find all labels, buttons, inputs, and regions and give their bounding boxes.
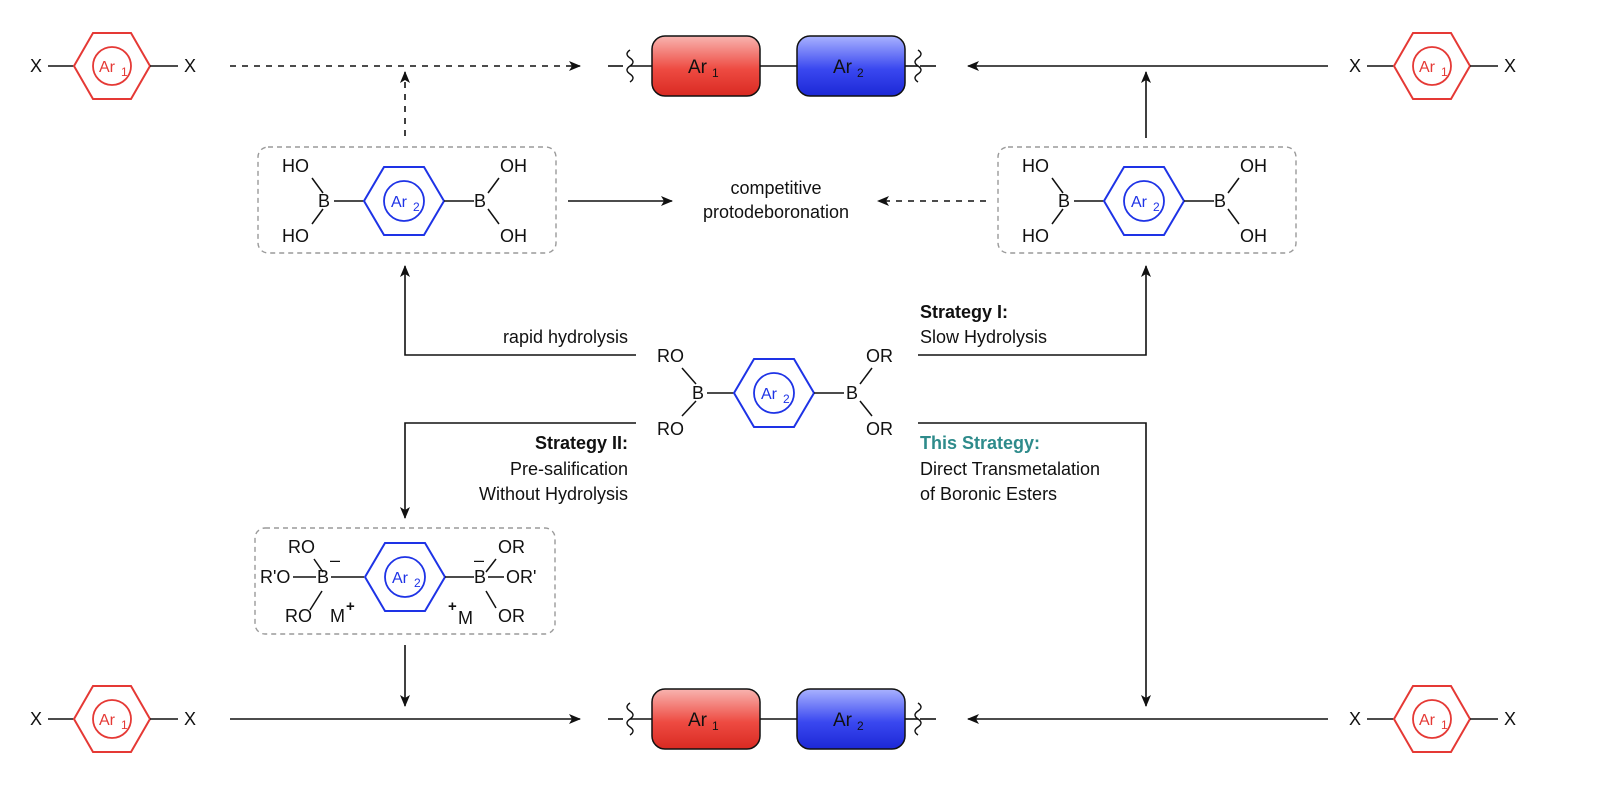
svg-text:2: 2 [857, 719, 864, 733]
arrow-this-strategy [918, 422, 1151, 707]
ar2-ring-icon: Ar 2 [362, 166, 446, 236]
ar2-ring-icon: Ar 2 [732, 358, 816, 428]
central-boronic-ester: RO RO B Ar 2 B OR OR [657, 346, 893, 439]
this-strategy-line2: of Boronic Esters [920, 484, 1057, 504]
svg-text:B: B [317, 567, 329, 587]
x-label: X [1504, 56, 1516, 76]
x-label: X [1349, 56, 1361, 76]
x-label: X [1504, 709, 1516, 729]
arrow-strategy-1 [918, 265, 1151, 356]
svg-text:OR': OR' [506, 567, 536, 587]
ar1-ring-icon: Ar 1 [1392, 32, 1472, 100]
svg-text:Ar: Ar [761, 386, 778, 403]
right-boronic-acid-box: HO HO B Ar 2 B OH OH [997, 146, 1297, 254]
svg-text:Ar: Ar [1419, 712, 1436, 729]
svg-text:OR: OR [866, 346, 893, 366]
svg-text:1: 1 [712, 66, 719, 80]
svg-text:HO: HO [282, 226, 309, 246]
bottom-product: Ar 1 Ar 2 [608, 688, 936, 750]
this-strategy-title: This Strategy: [920, 433, 1040, 453]
svg-text:OR: OR [498, 606, 525, 626]
strategy-2-title: Strategy II: [535, 433, 628, 453]
svg-text:Ar: Ar [1131, 194, 1148, 211]
bottom-left-dihalide: X Ar 1 X [30, 685, 196, 753]
svg-text:HO: HO [1022, 226, 1049, 246]
svg-text:B: B [846, 383, 858, 403]
svg-text:B: B [318, 191, 330, 211]
svg-text:Ar: Ar [99, 712, 116, 729]
svg-text:RO: RO [285, 606, 312, 626]
strategy-2-line1: Pre-salification [510, 459, 628, 479]
svg-text:+: + [448, 598, 457, 615]
borate-salt-box: RO R'O RO B – M + Ar 2 B – OR OR' OR + M [254, 527, 556, 635]
svg-text:Ar: Ar [688, 710, 708, 731]
bottom-right-dihalide: X Ar 1 X [1349, 685, 1516, 753]
left-boronic-acid-box: HO HO B Ar 2 B OH OH [257, 146, 557, 254]
svg-text:OH: OH [500, 226, 527, 246]
protodeboronation-line2: protodeboronation [703, 202, 849, 222]
top-product: Ar 1 Ar 2 [608, 35, 936, 97]
svg-text:–: – [330, 550, 340, 570]
svg-text:OR: OR [498, 537, 525, 557]
svg-text:2: 2 [414, 576, 421, 590]
strategy-1-line1: Slow Hydrolysis [920, 327, 1047, 347]
svg-text:HO: HO [1022, 156, 1049, 176]
svg-text:2: 2 [783, 392, 790, 406]
svg-text:1: 1 [1441, 65, 1448, 79]
svg-text:HO: HO [282, 156, 309, 176]
rapid-hydrolysis-label: rapid hydrolysis [503, 327, 628, 347]
strategy-2-line2: Without Hydrolysis [479, 484, 628, 504]
svg-text:OR: OR [866, 419, 893, 439]
arrow-strategy-2 [400, 422, 636, 519]
ar1-ring-icon: Ar 1 [72, 32, 152, 100]
svg-text:OH: OH [500, 156, 527, 176]
svg-text:RO: RO [657, 419, 684, 439]
strategy-1-title: Strategy I: [920, 302, 1008, 322]
svg-text:B: B [474, 567, 486, 587]
svg-text:M: M [458, 608, 473, 628]
svg-text:RO: RO [288, 537, 315, 557]
svg-text:Ar: Ar [99, 59, 116, 76]
svg-text:1: 1 [1441, 718, 1448, 732]
svg-text:1: 1 [121, 718, 128, 732]
x-label: X [30, 56, 42, 76]
svg-text:2: 2 [857, 66, 864, 80]
ar2-ring-icon: Ar 2 [1102, 166, 1186, 236]
x-label: X [184, 709, 196, 729]
svg-text:B: B [1214, 191, 1226, 211]
arrow-rapid-hydrolysis [400, 265, 636, 356]
ar1-ring-icon: Ar 1 [72, 685, 152, 753]
svg-text:M: M [330, 606, 345, 626]
top-right-dihalide: X Ar 1 X [1349, 32, 1516, 100]
svg-text:B: B [1058, 191, 1070, 211]
ar2-ring-icon: Ar 2 [363, 542, 447, 612]
svg-text:R'O: R'O [260, 567, 290, 587]
svg-text:RO: RO [657, 346, 684, 366]
this-strategy-line1: Direct Transmetalation [920, 459, 1100, 479]
svg-text:Ar: Ar [833, 710, 853, 731]
svg-text:Ar: Ar [392, 570, 409, 587]
svg-text:Ar: Ar [391, 194, 408, 211]
svg-text:2: 2 [1153, 200, 1160, 214]
x-label: X [30, 709, 42, 729]
svg-text:–: – [474, 550, 484, 570]
svg-text:OH: OH [1240, 156, 1267, 176]
x-label: X [184, 56, 196, 76]
svg-text:Ar: Ar [833, 57, 853, 78]
svg-text:Ar: Ar [688, 57, 708, 78]
svg-text:OH: OH [1240, 226, 1267, 246]
svg-text:+: + [346, 598, 355, 615]
ar1-ring-icon: Ar 1 [1392, 685, 1472, 753]
svg-text:B: B [692, 383, 704, 403]
x-label: X [1349, 709, 1361, 729]
svg-text:2: 2 [413, 200, 420, 214]
svg-text:1: 1 [712, 719, 719, 733]
protodeboronation-line1: competitive [730, 178, 821, 198]
top-left-dihalide: X Ar 1 X [30, 32, 196, 100]
svg-text:B: B [474, 191, 486, 211]
svg-text:1: 1 [121, 65, 128, 79]
svg-text:Ar: Ar [1419, 59, 1436, 76]
